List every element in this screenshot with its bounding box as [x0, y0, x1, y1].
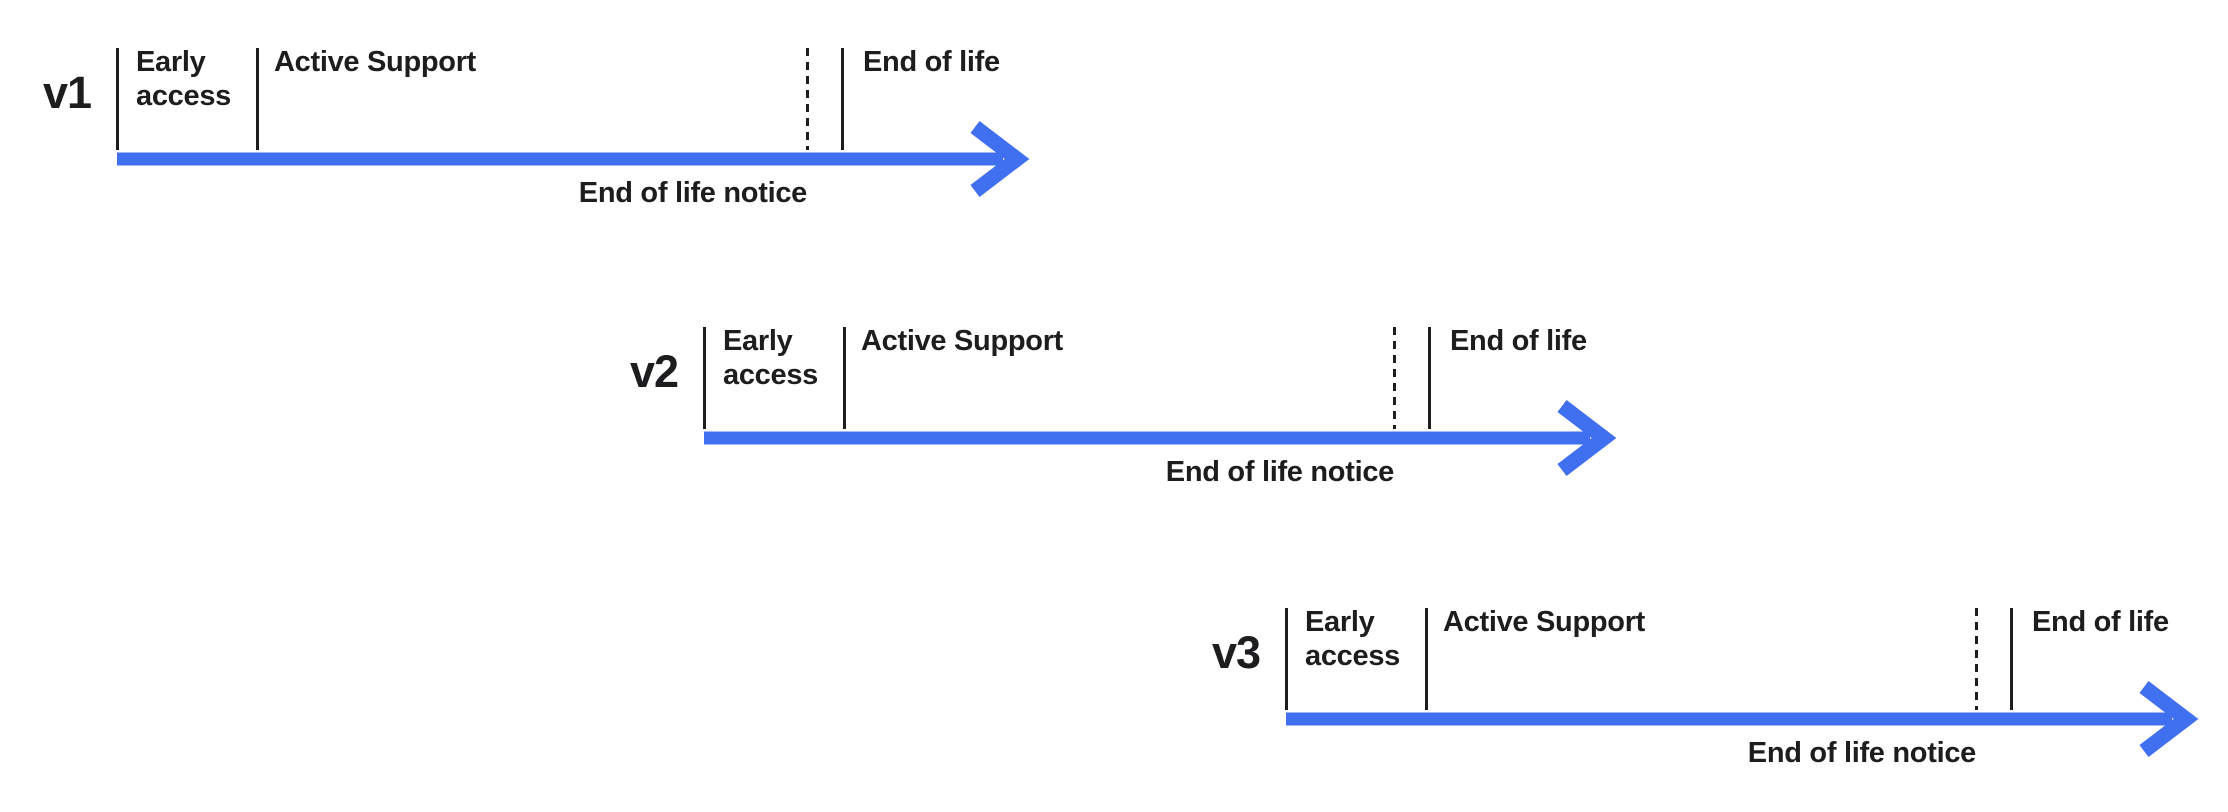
end-of-life-notice-dashed-tick	[805, 48, 809, 150]
early-access-label-line2: access	[1305, 640, 1400, 672]
early-access-label-line1: Early	[723, 325, 793, 357]
active-support-start-tick	[255, 48, 259, 150]
timeline-row-v2: v2 Early access Active Support End of li…	[554, 324, 1646, 501]
early-access-label-line1: Early	[136, 46, 206, 78]
early-access-label: Early access	[1305, 605, 1400, 673]
early-access-start-tick	[702, 327, 706, 429]
end-of-life-tick	[1427, 327, 1431, 429]
end-of-life-label: End of life	[863, 46, 1000, 78]
end-of-life-notice-label: End of life notice	[578, 177, 808, 209]
end-of-life-notice-dashed-tick	[1974, 608, 1978, 710]
timeline-arrow-icon	[1286, 681, 2199, 757]
active-support-start-tick	[1424, 608, 1428, 710]
version-label-v2: v2	[629, 346, 679, 397]
early-access-label-line2: access	[723, 359, 818, 391]
timeline-arrow-icon	[704, 400, 1617, 476]
active-support-label: Active Support	[861, 325, 1064, 357]
end-of-life-label: End of life	[1450, 325, 1587, 357]
timeline-row-v3: v3 Early access Active Support End of li…	[1136, 605, 2228, 782]
version-label-v3: v3	[1211, 627, 1261, 678]
early-access-start-tick	[115, 48, 119, 150]
active-support-start-tick	[842, 327, 846, 429]
timeline-arrow-icon	[117, 121, 1030, 197]
early-access-label: Early access	[723, 324, 818, 392]
timeline-row-v1: v1 Early access Active Support End of li…	[0, 45, 1059, 222]
end-of-life-notice-dashed-tick	[1392, 327, 1396, 429]
active-support-label: Active Support	[1443, 606, 1646, 638]
end-of-life-notice-label: End of life notice	[1747, 737, 1977, 769]
end-of-life-label: End of life	[2032, 606, 2169, 638]
early-access-label: Early access	[136, 45, 231, 113]
early-access-start-tick	[1284, 608, 1288, 710]
end-of-life-tick	[840, 48, 844, 150]
active-support-label: Active Support	[274, 46, 477, 78]
early-access-label-line1: Early	[1305, 606, 1375, 638]
end-of-life-tick	[2009, 608, 2013, 710]
end-of-life-notice-label: End of life notice	[1165, 456, 1395, 488]
version-label-v1: v1	[42, 67, 92, 118]
early-access-label-line2: access	[136, 80, 231, 112]
